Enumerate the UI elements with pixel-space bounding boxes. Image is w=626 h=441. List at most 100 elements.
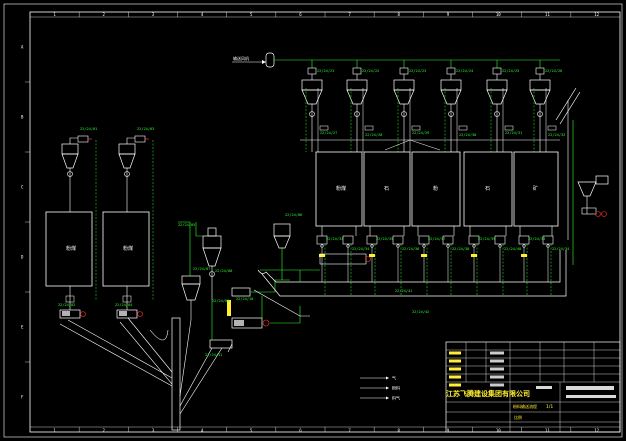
feeder-valve	[446, 244, 450, 248]
left-storage-bin	[102, 211, 150, 287]
silo-tag-bottom: 22/24/04	[115, 303, 132, 307]
screw-feeder-motor	[365, 256, 371, 262]
title-block-grid	[446, 342, 620, 432]
col-tick-label: 5	[250, 12, 253, 17]
mid-valve	[547, 125, 557, 131]
center-pipe-e	[250, 279, 290, 293]
feed-arrow-head	[262, 60, 266, 64]
col-tick-label: 3	[152, 12, 155, 17]
left-storage-bin	[45, 211, 93, 287]
filter-tag: 22/24/25	[502, 69, 519, 73]
feeder-box	[392, 235, 404, 245]
legend-label: 气	[392, 375, 396, 381]
inclined-conveyor	[555, 87, 609, 265]
feeder-box	[342, 235, 354, 245]
filter-tag: 22/24/24	[456, 69, 473, 73]
cyclone-cone	[440, 89, 462, 105]
tb-white-bar2	[536, 386, 552, 389]
collector-column	[171, 317, 181, 431]
collector-line-2	[67, 319, 173, 379]
mid-valve	[458, 125, 468, 131]
silo-tag-top: 22/24/03	[137, 127, 154, 131]
bin-top-vent	[384, 139, 441, 151]
collector-line-7	[179, 347, 223, 415]
cyclone-cone	[486, 89, 508, 105]
filter-box	[399, 67, 409, 75]
title-sheet: 1/1	[546, 404, 553, 410]
feeder-valve	[546, 244, 550, 248]
silo-feeder-motor	[137, 311, 143, 317]
silo-tag-top: 22/24/01	[80, 127, 97, 131]
center-tag: 22/24/05	[178, 223, 195, 227]
center-separator2-top	[181, 275, 201, 285]
conveyor-rail-1	[555, 87, 577, 121]
mid-valve	[411, 125, 421, 131]
tb-white-cell	[490, 383, 504, 387]
feeder-tag: 22/24/38	[452, 247, 469, 251]
feeder-yellow-tag	[319, 254, 325, 257]
right-hopper-top	[595, 175, 609, 185]
collector-line-3	[119, 321, 173, 385]
silo-feeder-motor	[80, 311, 86, 317]
tb-white-cell	[490, 359, 504, 363]
col-tick-label: 4	[201, 12, 204, 17]
cyclone-cone	[301, 89, 323, 105]
mid-tag: 22/24/31	[505, 131, 522, 135]
inner-frame	[29, 11, 621, 433]
cyclone-cone	[346, 89, 368, 105]
feed-blower-group: 输送风机	[232, 52, 560, 68]
center-right-tank	[273, 223, 291, 237]
blower-2-inner	[234, 320, 244, 326]
title-company: 江苏飞腾建设集团有限公司	[446, 389, 530, 398]
silo-fan-duct	[69, 137, 78, 144]
silo-filter-cone	[61, 153, 79, 169]
center-tag: 22/24/08	[215, 269, 232, 273]
storage-bin	[411, 151, 461, 227]
collector-curve	[149, 329, 169, 341]
feeder-tag: 22/24/40	[504, 247, 521, 251]
filter-box	[535, 67, 545, 75]
silo-feeder	[59, 309, 81, 319]
center-tag: 22/24/06	[285, 213, 302, 217]
bin-label: 石	[485, 186, 490, 192]
silo-gate	[122, 295, 132, 303]
legend-arrow	[386, 376, 389, 380]
collector-line-4	[127, 317, 173, 373]
left-bin-label: 粉煤	[66, 245, 76, 252]
title-block-frame	[445, 341, 621, 433]
feeder-tag: 22/24/34	[352, 247, 369, 251]
center-tag: 22/24/10	[236, 297, 253, 301]
mid-tag: 22/24/27	[320, 131, 337, 135]
legend-label: 粉料	[392, 385, 400, 391]
col-tick-label: 12	[594, 12, 599, 17]
cyclone-top	[486, 79, 508, 91]
collector-line-6	[179, 347, 213, 407]
row-tick-label: F	[21, 395, 24, 400]
feeder-yellow-tag	[521, 254, 527, 257]
blower-2-motor	[262, 319, 270, 327]
feeder-tag: 22/24/35	[376, 237, 393, 241]
silo-tag-bottom: 22/24/02	[58, 303, 75, 307]
feeder-valve	[396, 244, 400, 248]
mid-valve	[364, 125, 374, 131]
left-bin-label: 粉煤	[123, 245, 133, 252]
center-tag: 22/24/07	[193, 267, 210, 271]
center-right-tank-cone	[273, 235, 291, 249]
main-line-1	[257, 250, 561, 283]
cyclone-cone	[529, 89, 551, 105]
bin-label: 矿	[533, 185, 538, 192]
feeder-valve	[346, 244, 350, 248]
silo-fan-duct	[126, 137, 135, 144]
main-line-2	[261, 250, 567, 297]
collector-conveyor	[59, 317, 223, 431]
col-tick-label: 11	[545, 12, 550, 17]
feeder-valve	[422, 244, 426, 248]
legend-arrow	[386, 386, 389, 390]
row-tick-label: D	[21, 255, 24, 260]
col-tick-label: 10	[496, 12, 501, 17]
filter-tag: 22/24/22	[362, 69, 379, 73]
